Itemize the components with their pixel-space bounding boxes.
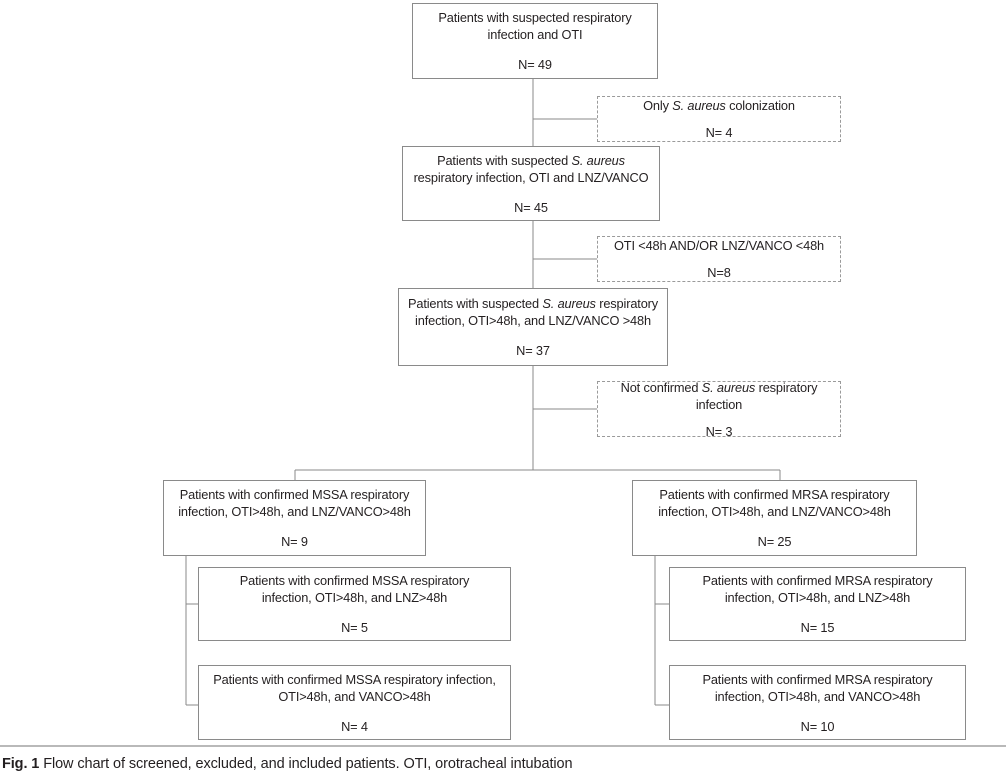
node-excl-short-therapy-text: OTI <48h AND/OR LNZ/VANCO <48h (608, 237, 830, 254)
node-excl-not-confirmed-line2: infection (695, 396, 743, 412)
node-mrsa-vanco-line2: infection, OTI>48h, and VANCO>48h (714, 688, 921, 704)
node-mssa-vanco-line2: OTI>48h, and VANCO>48h (278, 688, 431, 704)
node-mssa-line2: infection, OTI>48h, and LNZ/VANCO>48h (178, 504, 411, 519)
node-excl-short-therapy-line1: OTI <48h AND/OR LNZ/VANCO <48h (613, 238, 825, 253)
node-excl-colonization-count: N= 4 (705, 125, 733, 140)
node-mssa-vanco-count: N= 4 (341, 718, 368, 734)
node-excl-colonization-line1a: Only (643, 98, 673, 113)
node-mrsa: Patients with confirmed MRSA respiratory… (632, 480, 917, 556)
figure-label: Fig. 1 (2, 756, 40, 772)
node-suspected-48h: Patients with suspected S. aureus respir… (398, 288, 668, 366)
node-mssa-vanco-text: Patients with confirmed MSSA respiratory… (207, 671, 502, 705)
flow-chart: Patients with suspected respiratory infe… (163, 3, 966, 740)
node-suspected-sa-count: N= 45 (514, 199, 548, 215)
node-excl-not-confirmed-text: Not confirmed S. aureus respiratory infe… (615, 379, 824, 413)
node-mssa-lnz-count: N= 5 (341, 620, 368, 635)
species-italic: S. aureus (701, 379, 756, 395)
node-mrsa-lnz-line2: infection, OTI>48h, and LNZ>48h (724, 590, 911, 605)
node-suspected-48h-count: N= 37 (516, 343, 550, 358)
node-mssa-vanco-line1: Patients with confirmed MSSA respiratory… (213, 671, 496, 687)
species-italic: S. aureus (571, 152, 625, 168)
node-excl-colonization: Only S. aureus colonization N= 4 (597, 96, 841, 142)
node-suspected-sa-line2: respiratory infection, OTI and LNZ/VANCO (413, 169, 649, 185)
node-mssa-line1: Patients with confirmed MSSA respiratory (179, 487, 410, 502)
node-mssa-text: Patients with confirmed MSSA respiratory… (172, 486, 417, 520)
node-excl-short-therapy: OTI <48h AND/OR LNZ/VANCO <48h N=8 (597, 236, 841, 282)
node-screened-line2: infection and OTI (487, 27, 583, 42)
node-excl-short-therapy-count: N=8 (707, 265, 731, 280)
node-mrsa-text: Patients with confirmed MRSA respiratory… (652, 486, 897, 520)
node-mssa-lnz-line2: infection, OTI>48h, and LNZ>48h (261, 590, 448, 605)
node-suspected-48h-line1a: Patients with suspected (407, 296, 543, 311)
node-excl-colonization-line1b: colonization (725, 98, 795, 113)
species-italic: S. aureus (672, 98, 726, 113)
node-excl-not-confirmed-line1a: Not confirmed (620, 379, 702, 395)
node-screened-text: Patients with suspected respiratory infe… (432, 9, 637, 43)
node-mssa-lnz-text: Patients with confirmed MSSA respiratory… (234, 572, 475, 606)
node-suspected-sa-line1a: Patients with suspected (437, 152, 572, 168)
figure-caption: Fig. 1 Flow chart of screened, excluded,… (2, 755, 1002, 774)
node-mrsa-vanco-count: N= 10 (800, 718, 835, 734)
node-suspected-sa: Patients with suspected S. aureus respir… (402, 146, 660, 221)
node-excl-not-confirmed-line1b: respiratory (755, 379, 818, 395)
node-mrsa-vanco-text: Patients with confirmed MRSA respiratory… (696, 671, 938, 705)
node-mssa-lnz-line1: Patients with confirmed MSSA respiratory (239, 573, 470, 588)
node-mrsa-lnz: Patients with confirmed MRSA respiratory… (669, 567, 966, 641)
node-mssa-vanco: Patients with confirmed MSSA respiratory… (198, 665, 511, 740)
node-mrsa-line1: Patients with confirmed MRSA respiratory (659, 487, 890, 502)
node-mrsa-line2: infection, OTI>48h, and LNZ/VANCO>48h (658, 504, 891, 519)
node-mrsa-vanco: Patients with confirmed MRSA respiratory… (669, 665, 966, 740)
node-excl-not-confirmed: Not confirmed S. aureus respiratory infe… (597, 379, 841, 439)
node-screened-line1: Patients with suspected respiratory (438, 10, 632, 25)
node-mssa-lnz: Patients with confirmed MSSA respiratory… (198, 567, 511, 641)
node-suspected-48h-line1b: respiratory (595, 296, 659, 311)
node-suspected-48h-text: Patients with suspected S. aureus respir… (402, 295, 664, 329)
node-suspected-48h-line2: infection, OTI>48h, and LNZ/VANCO >48h (415, 313, 651, 328)
node-suspected-sa-text: Patients with suspected S. aureus respir… (408, 152, 655, 186)
node-screened-count: N= 49 (518, 57, 552, 72)
node-mrsa-lnz-text: Patients with confirmed MRSA respiratory… (696, 572, 938, 606)
node-mssa: Patients with confirmed MSSA respiratory… (163, 480, 426, 556)
node-mssa-count: N= 9 (281, 534, 308, 549)
figure-caption-text: Flow chart of screened, excluded, and in… (43, 756, 573, 772)
species-italic: S. aureus (542, 296, 596, 311)
caption-divider (0, 745, 1006, 747)
node-excl-not-confirmed-count: N= 3 (705, 423, 733, 439)
node-mrsa-count: N= 25 (757, 534, 792, 549)
node-mrsa-vanco-line1: Patients with confirmed MRSA respiratory (702, 671, 933, 687)
node-mrsa-lnz-count: N= 15 (800, 620, 835, 635)
node-excl-colonization-text: Only S. aureus colonization (637, 97, 801, 114)
node-screened: Patients with suspected respiratory infe… (412, 3, 658, 79)
node-mrsa-lnz-line1: Patients with confirmed MRSA respiratory (702, 573, 933, 588)
